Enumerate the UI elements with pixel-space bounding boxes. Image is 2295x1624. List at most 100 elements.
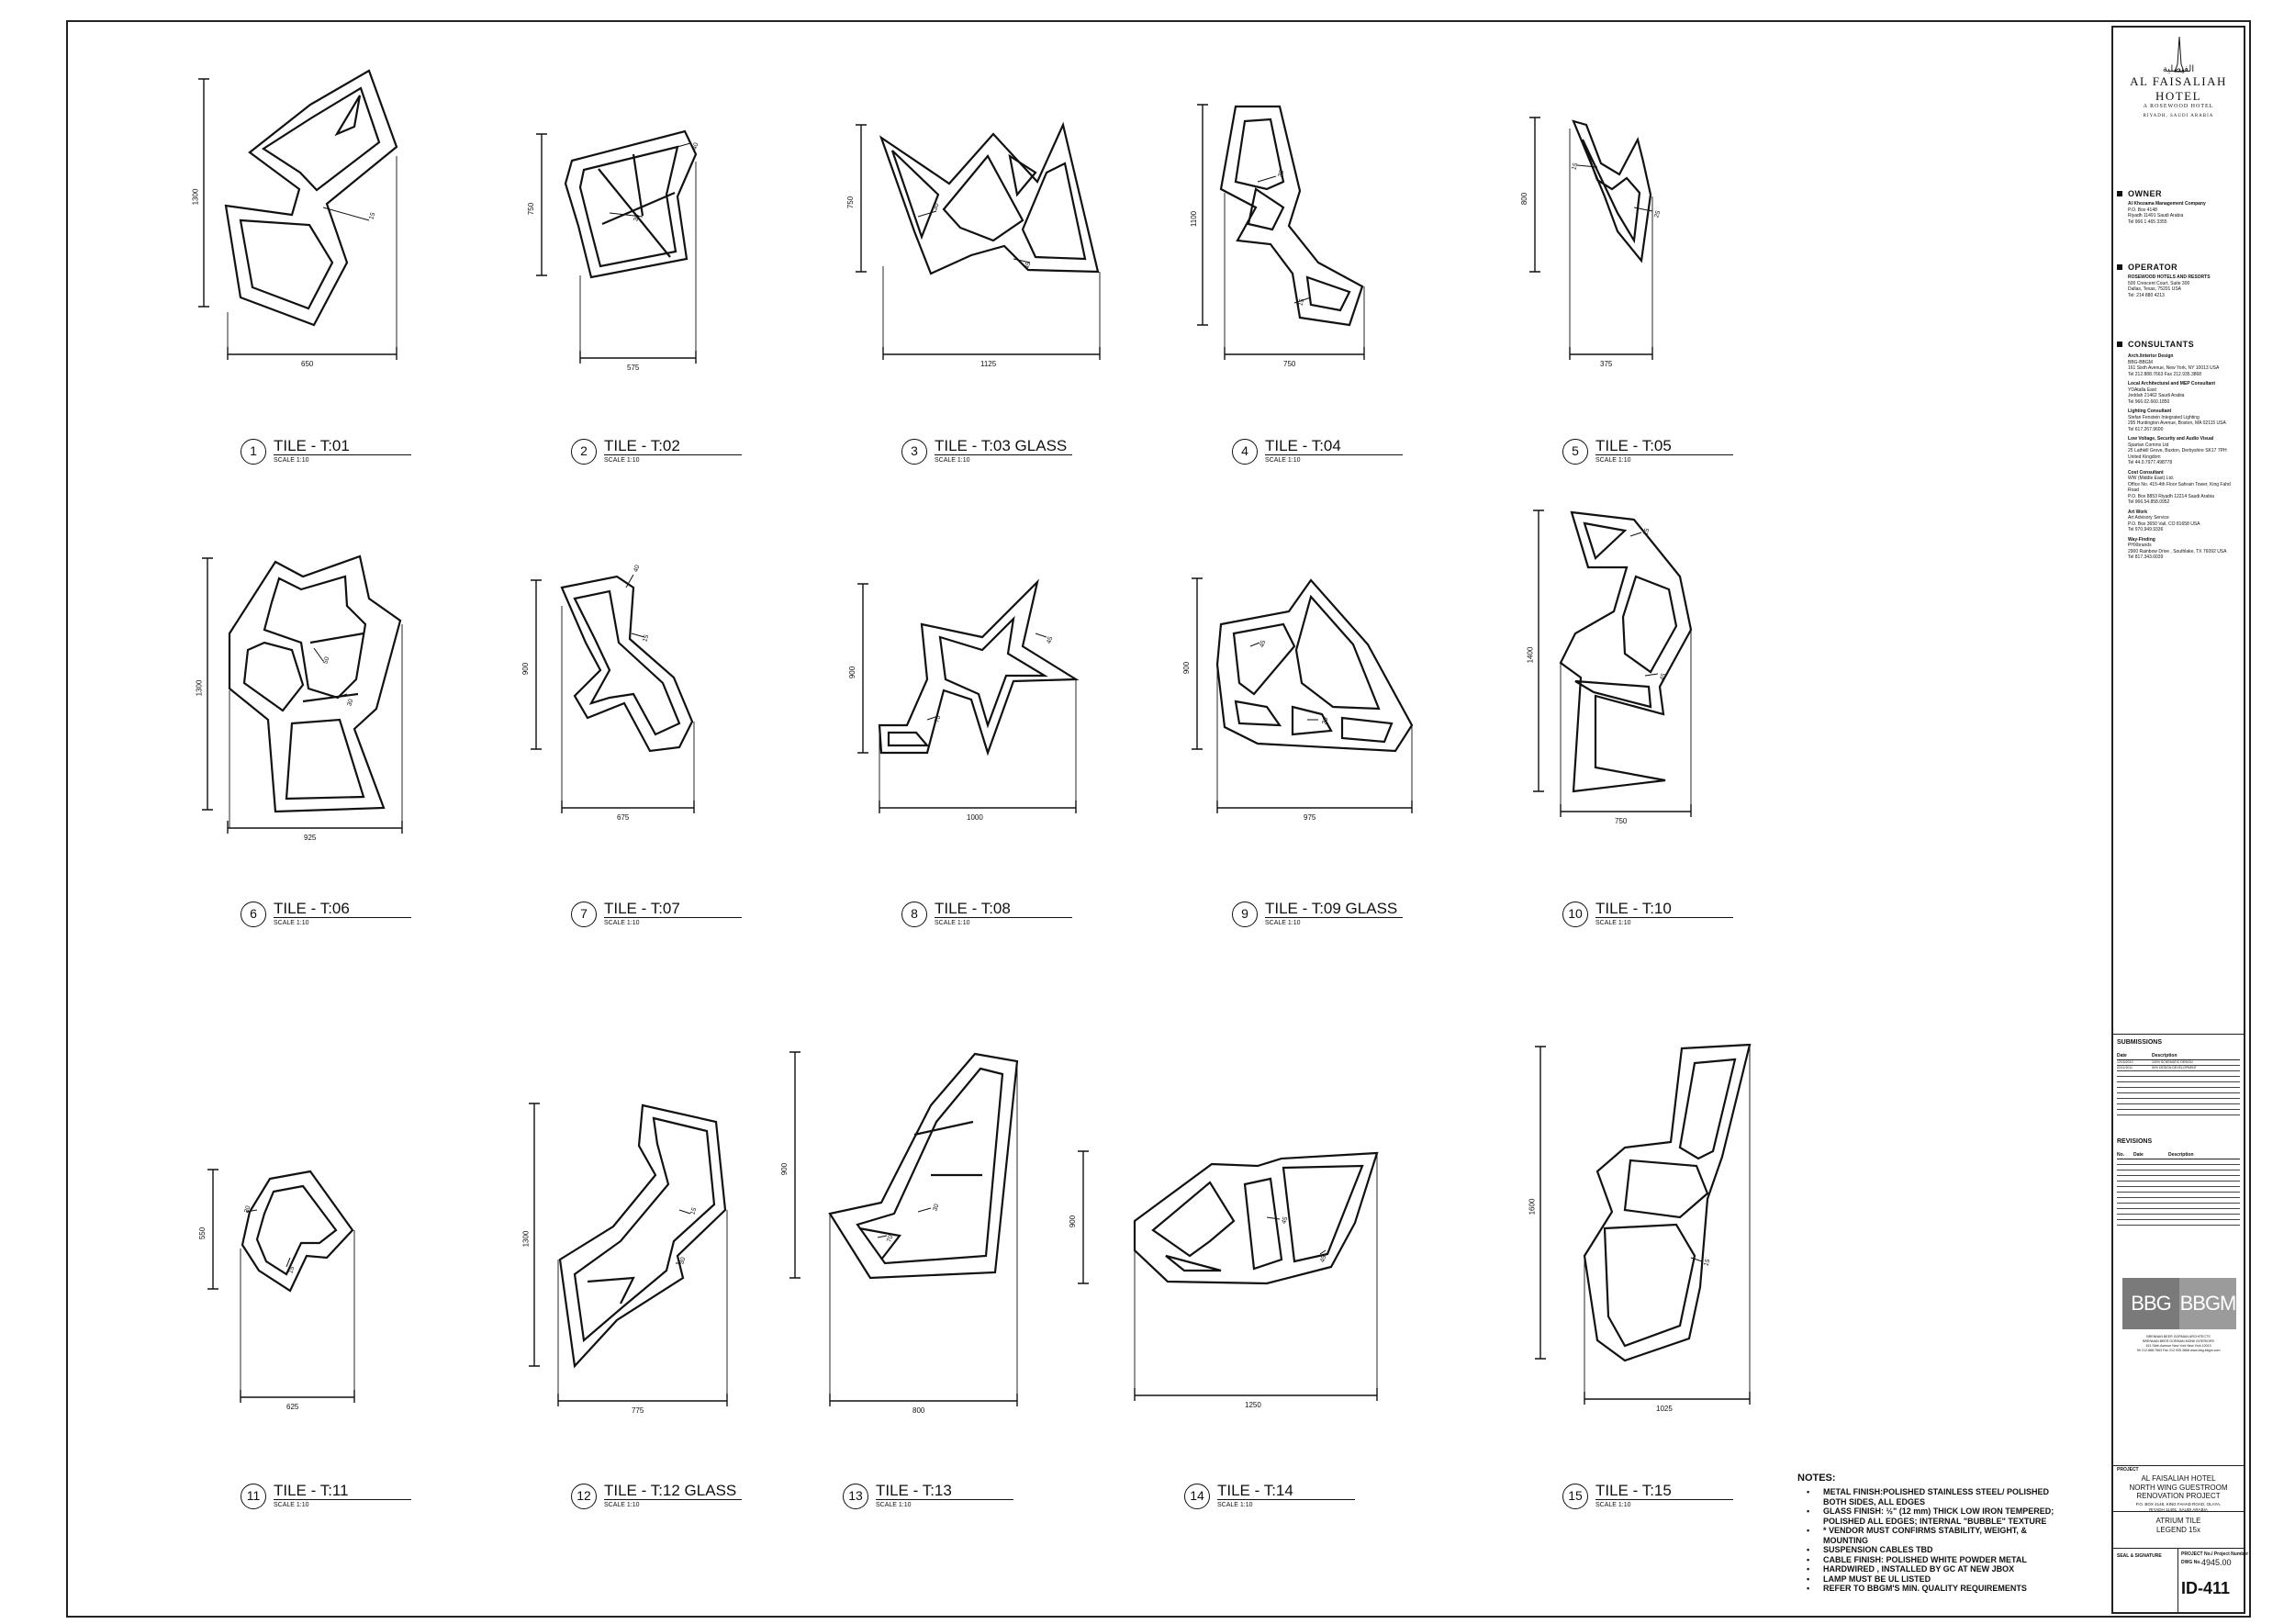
- seal-label: SEAL & SIGNATURE: [2117, 1553, 2162, 1559]
- owner-line: P.O. Box 4148: [2128, 207, 2157, 213]
- table-column-header: Description: [2168, 1152, 2194, 1158]
- tile-scale: SCALE 1:10: [1595, 457, 1631, 464]
- table-row: [2117, 1159, 2240, 1165]
- tile-14-dims: [1078, 1150, 1378, 1401]
- tile-1-dims: [198, 78, 397, 360]
- table-row: [2117, 1099, 2240, 1104]
- tile-4-shape: [1219, 105, 1364, 327]
- tile-number-circle: 2: [571, 439, 597, 465]
- consultants-heading: CONSULTANTS: [2128, 340, 2195, 349]
- consultant-line: Tel 966.54.858.0952: [2128, 499, 2170, 505]
- tile-14-width-dim: 1250: [1245, 1401, 1261, 1409]
- tile-name: TILE - T:07: [604, 900, 680, 917]
- project-address-line: P.O. BOX 4148, KING FAHAD ROAD, OLAYA,: [2135, 1501, 2222, 1506]
- tile-name: TILE - T:15: [1595, 1482, 1672, 1499]
- sheet-title-line: ATRIUM TILE: [2155, 1517, 2201, 1525]
- note-item: CABLE FINISH: POLISHED WHITE POWDER META…: [1807, 1555, 2073, 1565]
- tile-15-dims: [1535, 1046, 1751, 1405]
- tile-3-dims: [856, 124, 1101, 360]
- tile-scale: SCALE 1:10: [876, 1502, 912, 1508]
- tile-scale: SCALE 1:10: [1595, 920, 1631, 926]
- tile-11-dims: [207, 1169, 355, 1403]
- tile-6-height-dim: 1300: [195, 679, 204, 697]
- consultant-role: Lighting Consultant: [2128, 409, 2172, 414]
- consultant-line: Tel 44.0.7977.498778: [2128, 460, 2173, 465]
- consultant-line: Office No. 415-4th Floor Sahrain Tower, …: [2128, 481, 2231, 494]
- hotel-tower-logo-icon: [2174, 37, 2185, 73]
- tile-13-shape: [828, 1052, 1019, 1280]
- consultant-line: BBG-BBGM: [2128, 359, 2153, 365]
- tile-6-dims: [202, 557, 403, 834]
- hotel-name: AL FAISALIAH HOTEL: [2130, 74, 2227, 103]
- tile-name: TILE - T:10: [1595, 900, 1672, 917]
- tile-scale: SCALE 1:10: [1265, 457, 1301, 464]
- tile-scale: SCALE 1:10: [274, 920, 309, 926]
- hotel-arabic-name: الفيصلية: [2162, 64, 2195, 74]
- consultant-role: Arch./Interior Design: [2128, 353, 2174, 359]
- tile-7-dims: [531, 579, 695, 813]
- tile-3-width-dim: 1125: [980, 360, 997, 368]
- detail-callouts: [245, 142, 1703, 1268]
- tile-2-width-dim: 575: [627, 364, 640, 372]
- tile-6-shape: [228, 554, 402, 813]
- note-item: LAMP MUST BE UL LISTED: [1807, 1574, 2073, 1585]
- tile-8-height-dim: 900: [848, 666, 857, 679]
- tile-8-dims: [857, 583, 1077, 813]
- tile-scale: SCALE 1:10: [274, 1502, 309, 1508]
- tile-8-width-dim: 1000: [967, 813, 983, 822]
- tile-name: TILE - T:06: [274, 900, 350, 917]
- table-column-header: Date: [2117, 1053, 2127, 1058]
- tile-14-shape: [1133, 1151, 1379, 1285]
- consultant-line: Art Advisory Service: [2128, 515, 2169, 521]
- tile-4-height-dim: 1100: [1190, 210, 1199, 228]
- tile-scale: SCALE 1:10: [1265, 920, 1301, 926]
- tile-4-dims: [1197, 104, 1365, 360]
- tile-5-height-dim: 800: [1520, 192, 1529, 206]
- owner-line: Riyadh 11491 Saudi Arabia: [2128, 213, 2184, 218]
- table-row: [2117, 1110, 2240, 1115]
- consultant-role: Local Architectural and MEP Consultant: [2128, 381, 2216, 386]
- consultant-line: Tel 617.267.9600: [2128, 426, 2164, 432]
- tile-scale: SCALE 1:10: [604, 920, 640, 926]
- tile-number-circle: 14: [1184, 1484, 1210, 1509]
- bbg-logo-right: BBGM: [2179, 1278, 2236, 1329]
- tile-10-height-dim: 1400: [1526, 646, 1535, 664]
- table-row: [2117, 1198, 2240, 1204]
- operator-line: ROSEWOOD HOTELS AND RESORTS: [2128, 274, 2211, 280]
- tile-number-circle: 4: [1232, 439, 1258, 465]
- tile-7-height-dim: 900: [521, 662, 531, 676]
- tile-number-circle: 11: [241, 1484, 266, 1509]
- tile-6-width-dim: 925: [304, 834, 317, 842]
- note-item: HARDWIRED , INSTALLED BY GC AT NEW JBOX: [1807, 1564, 2073, 1574]
- table-row: [2117, 1170, 2240, 1176]
- consultant-line: 25 Lathkill Grove, Buxton, Derbyshire SK…: [2128, 448, 2227, 460]
- tile-name: TILE - T:14: [1217, 1482, 1293, 1499]
- table-row: [2117, 1071, 2240, 1077]
- consultant-line: Jeddah 21462 Saudi Arabia: [2128, 393, 2185, 398]
- note-item: * VENDOR MUST CONFIRMS STABILITY, WEIGHT…: [1807, 1526, 2073, 1545]
- tile-1-width-dim: 650: [301, 360, 314, 368]
- tile-number-circle: 8: [901, 902, 927, 927]
- note-item: REFER TO BBGM'S MIN. QUALITY REQUIREMENT…: [1807, 1584, 2073, 1594]
- tile-number-circle: 3: [901, 439, 927, 465]
- consultant-line: Tel 817.343.6039: [2128, 554, 2164, 560]
- consultant-line: PHXbrands: [2128, 543, 2152, 548]
- table-row: [2117, 1088, 2240, 1093]
- tile-10-shape: [1559, 510, 1693, 793]
- table-row: [2117, 1176, 2240, 1182]
- tile-7-width-dim: 675: [617, 813, 630, 822]
- tile-name: TILE - T:09 GLASS: [1265, 900, 1398, 917]
- tile-number-circle: 15: [1562, 1484, 1588, 1509]
- consultant-line: P.O. Box 3650 Vail, CO 81658 USA: [2128, 521, 2200, 527]
- tile-15-shape: [1583, 1043, 1752, 1362]
- table-row: [2117, 1165, 2240, 1170]
- tile-scale: SCALE 1:10: [935, 920, 970, 926]
- consultant-line: 2900 Rainbow Drive , Southlake, TX 76092…: [2128, 548, 2227, 554]
